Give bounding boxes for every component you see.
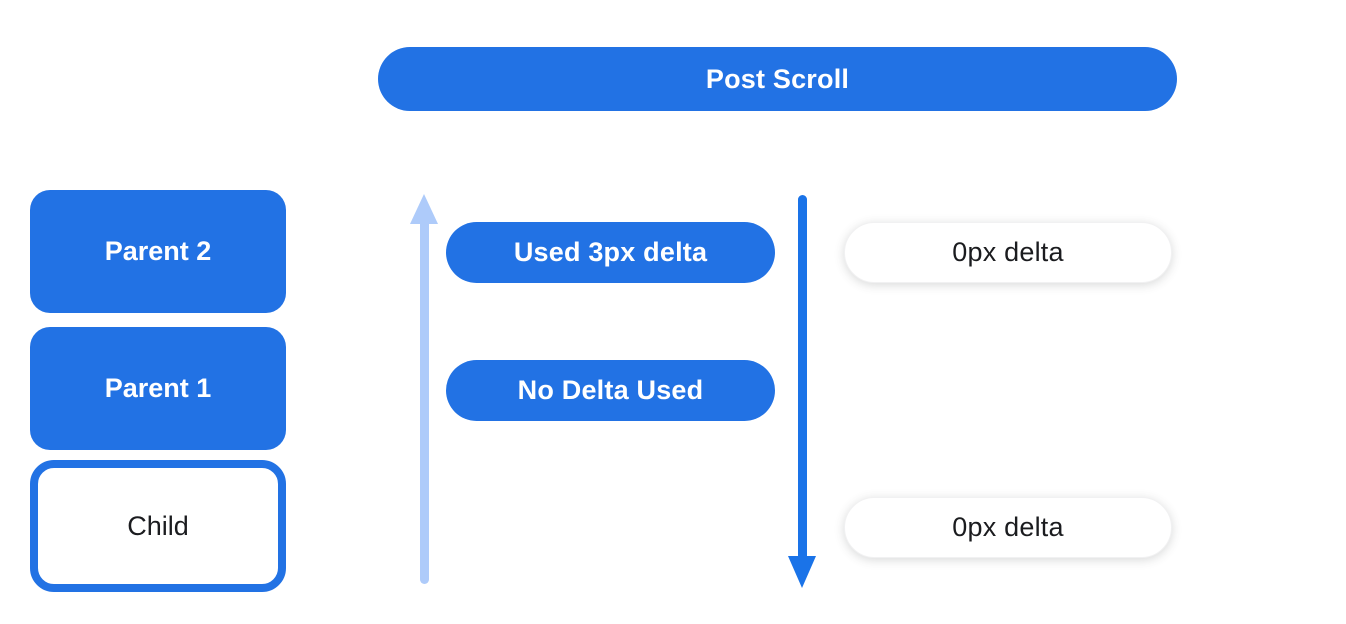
parent-1-box: Parent 1 — [30, 327, 286, 450]
parent-2-box: Parent 2 — [30, 190, 286, 313]
scroll-down-arrow-icon — [787, 195, 817, 588]
zero-delta-bottom-pill: 0px delta — [844, 497, 1172, 558]
child-box: Child — [30, 460, 286, 592]
parent-1-label: Parent 1 — [104, 373, 212, 403]
zero-delta-top-pill: 0px delta — [844, 222, 1172, 283]
up-arrow-shaft — [419, 218, 429, 584]
no-delta-used-pill: No Delta Used — [446, 360, 775, 421]
post-scroll-header-label: Post Scroll — [705, 63, 850, 94]
down-arrow-shaft — [797, 195, 807, 562]
post-scroll-header: Post Scroll — [378, 47, 1177, 111]
down-arrowhead-icon — [788, 556, 816, 588]
child-label: Child — [127, 510, 189, 541]
scroll-up-arrow-icon — [409, 194, 439, 584]
zero-delta-bottom-label: 0px delta — [952, 512, 1064, 542]
parent-2-label: Parent 2 — [104, 236, 212, 266]
used-3px-delta-label: Used 3px delta — [513, 237, 708, 267]
used-3px-delta-pill: Used 3px delta — [446, 222, 775, 283]
zero-delta-top-label: 0px delta — [952, 237, 1064, 267]
no-delta-used-label: No Delta Used — [517, 375, 704, 405]
